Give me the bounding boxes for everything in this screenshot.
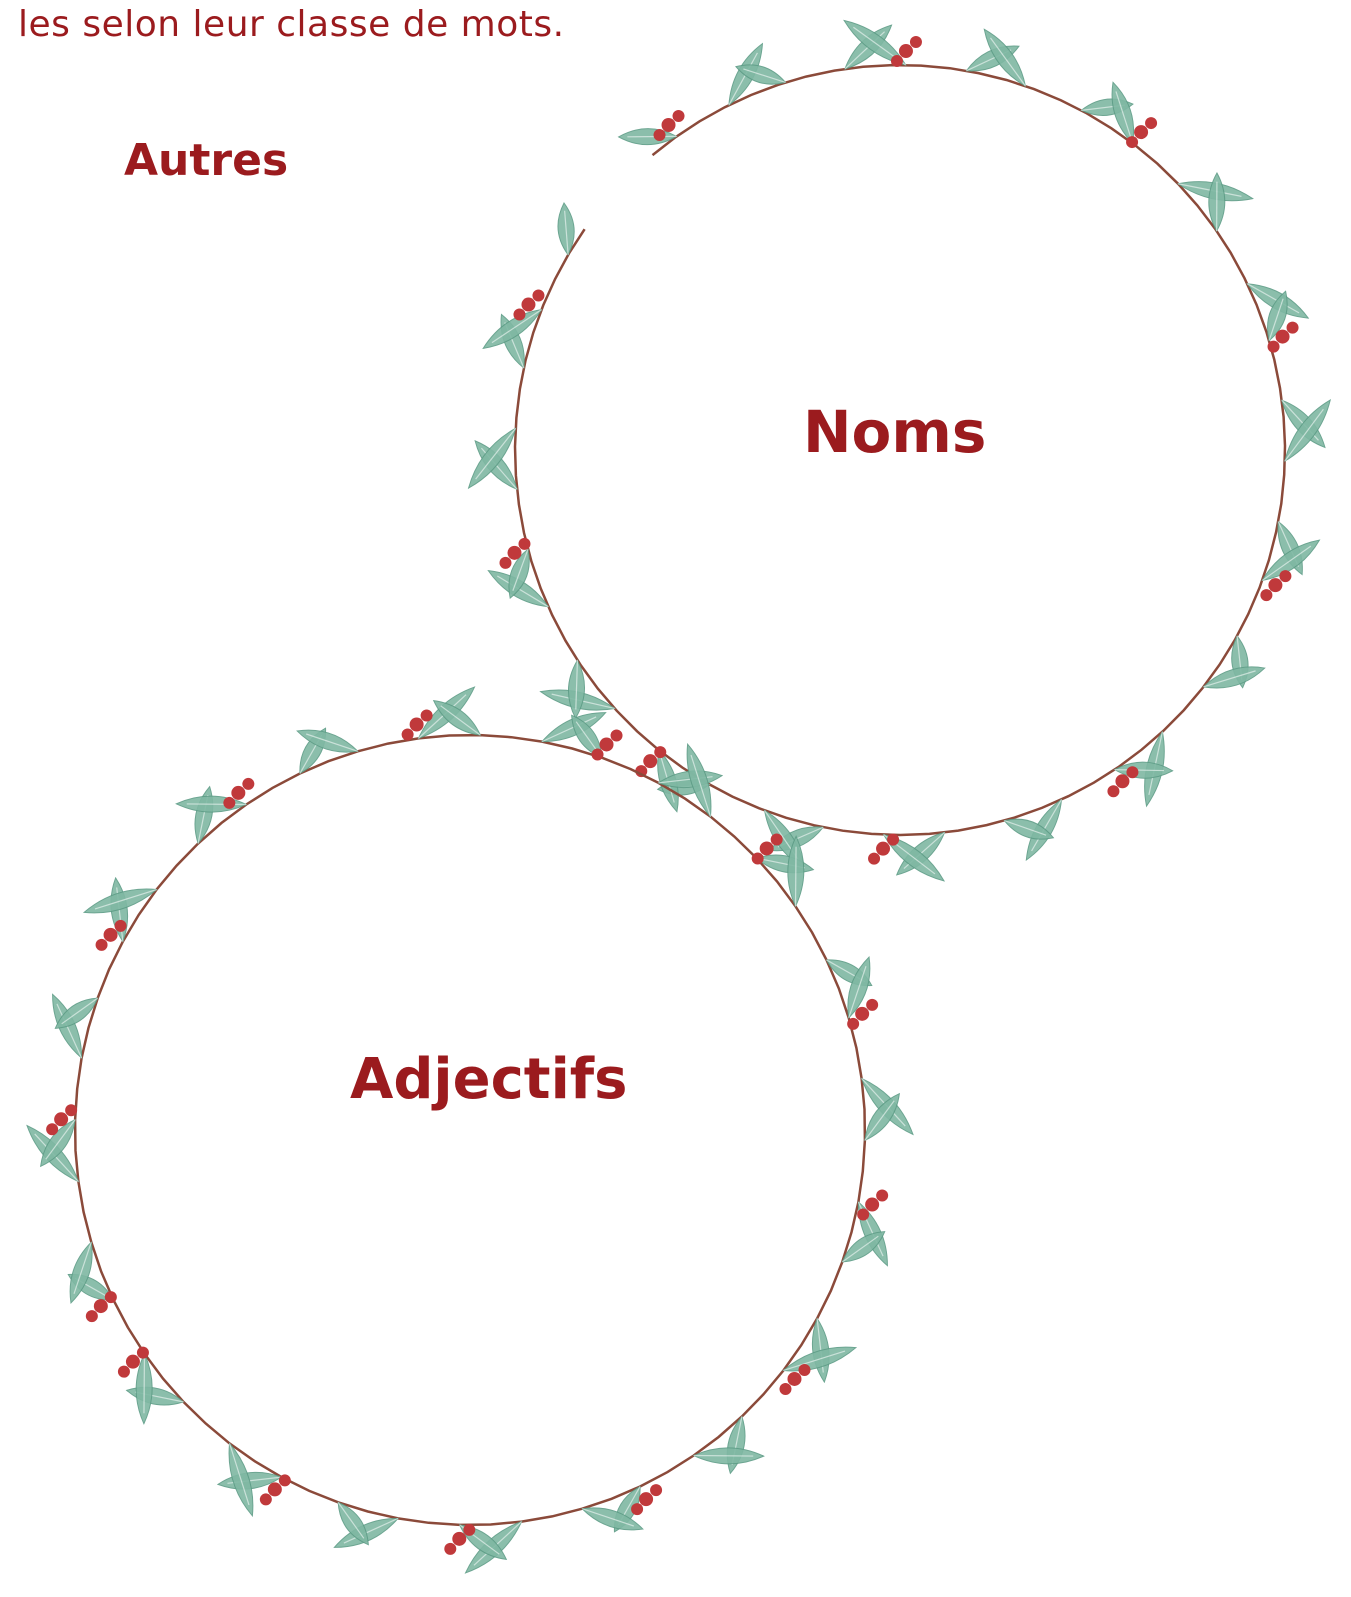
berry-icon: [1279, 570, 1291, 582]
berry-icon: [865, 1198, 879, 1212]
berry-icon: [402, 728, 414, 740]
leaf-vein: [694, 1456, 753, 1457]
berry-icon: [798, 1364, 810, 1376]
berry-icon: [876, 842, 890, 856]
berry-icon: [611, 729, 623, 741]
leaf-vein: [187, 804, 246, 805]
berry-icon: [507, 546, 521, 560]
berry-icon: [1287, 322, 1299, 334]
berry-icon: [752, 852, 764, 864]
berry-icon: [876, 1190, 888, 1202]
berry-icon: [421, 709, 433, 721]
berry-icon: [600, 737, 614, 751]
berry-icon: [46, 1123, 58, 1135]
berry-icon: [654, 129, 666, 141]
berry-icon: [65, 1104, 77, 1116]
berry-icon: [223, 797, 235, 809]
berry-icon: [463, 1524, 475, 1536]
berry-icon: [779, 1383, 791, 1395]
berry-icon: [855, 1007, 869, 1021]
berry-icon: [1276, 330, 1290, 344]
leaf-vein: [144, 1354, 145, 1413]
berry-icon: [1145, 117, 1157, 129]
berry-icon: [760, 841, 774, 855]
berry-icon: [1268, 341, 1280, 353]
berry-icon: [1134, 125, 1148, 139]
berry-icon: [654, 746, 666, 758]
berry-icon: [662, 118, 676, 132]
berry-icon: [260, 1493, 272, 1505]
berry-icon: [1260, 589, 1272, 601]
berry-icon: [592, 748, 604, 760]
berry-icon: [499, 557, 511, 569]
berry-icon: [910, 36, 922, 48]
berry-icon: [104, 928, 118, 942]
berry-icon: [231, 786, 245, 800]
berry-icon: [1268, 578, 1282, 592]
berry-icon: [639, 1492, 653, 1506]
berry-icon: [631, 1503, 643, 1515]
berry-icon: [847, 1018, 859, 1030]
berry-icon: [452, 1532, 466, 1546]
berry-icon: [268, 1482, 282, 1496]
berry-icon: [891, 55, 903, 67]
berry-icon: [673, 110, 685, 122]
berry-icon: [857, 1209, 869, 1221]
berry-icon: [279, 1474, 291, 1486]
category-label-autres: Autres: [124, 135, 288, 186]
berry-icon: [532, 290, 544, 302]
berry-icon: [787, 1372, 801, 1386]
berry-icon: [866, 999, 878, 1011]
berry-icon: [94, 1299, 108, 1313]
leaf-vein: [796, 847, 797, 906]
berry-icon: [54, 1112, 68, 1126]
berry-icon: [242, 778, 254, 790]
berry-icon: [1126, 136, 1138, 148]
berry-icon: [518, 538, 530, 550]
berry-icon: [444, 1543, 456, 1555]
berry-icon: [126, 1355, 140, 1369]
berry-icon: [1115, 774, 1129, 788]
berry-icon: [115, 920, 127, 932]
category-label-noms: Noms: [803, 398, 986, 466]
berry-icon: [118, 1366, 130, 1378]
berry-icon: [513, 309, 525, 321]
berry-icon: [105, 1291, 117, 1303]
berry-icon: [643, 754, 657, 768]
berry-icon: [1107, 785, 1119, 797]
category-label-adjectifs: Adjectifs: [350, 1047, 627, 1112]
berry-icon: [410, 717, 424, 731]
berry-icon: [1126, 766, 1138, 778]
berry-icon: [650, 1484, 662, 1496]
berry-icon: [887, 834, 899, 846]
berry-icon: [96, 939, 108, 951]
berry-icon: [868, 853, 880, 865]
berry-icon: [899, 44, 913, 58]
berry-icon: [86, 1310, 98, 1322]
wreath-stem: [75, 735, 865, 1525]
berry-icon: [137, 1347, 149, 1359]
berry-icon: [521, 298, 535, 312]
berry-icon: [771, 833, 783, 845]
